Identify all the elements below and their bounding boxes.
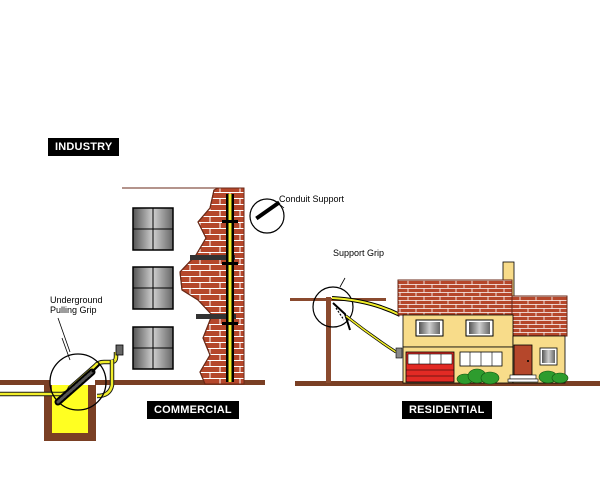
- label-commercial: COMMERCIAL: [147, 401, 239, 419]
- conduit-support-detail: [249, 198, 285, 234]
- ground: [0, 380, 600, 386]
- callout-underground-line1: Underground: [50, 295, 103, 305]
- riser-conduit: [222, 194, 238, 382]
- label-industry: INDUSTRY: [48, 138, 120, 156]
- building-windows: [132, 207, 174, 370]
- callout-conduit-support: Conduit Support: [279, 194, 345, 204]
- pulling-grip-detail: [49, 337, 107, 411]
- callout-underground-line2: Pulling Grip: [50, 305, 97, 315]
- commercial-building: [115, 187, 245, 385]
- callout-support-grip: Support Grip: [333, 248, 385, 258]
- label-residential: RESIDENTIAL: [402, 401, 492, 419]
- residential-house: [395, 261, 569, 385]
- shrubs: [456, 368, 569, 385]
- utility-pole: [290, 277, 386, 383]
- leader-underground: [57, 317, 71, 353]
